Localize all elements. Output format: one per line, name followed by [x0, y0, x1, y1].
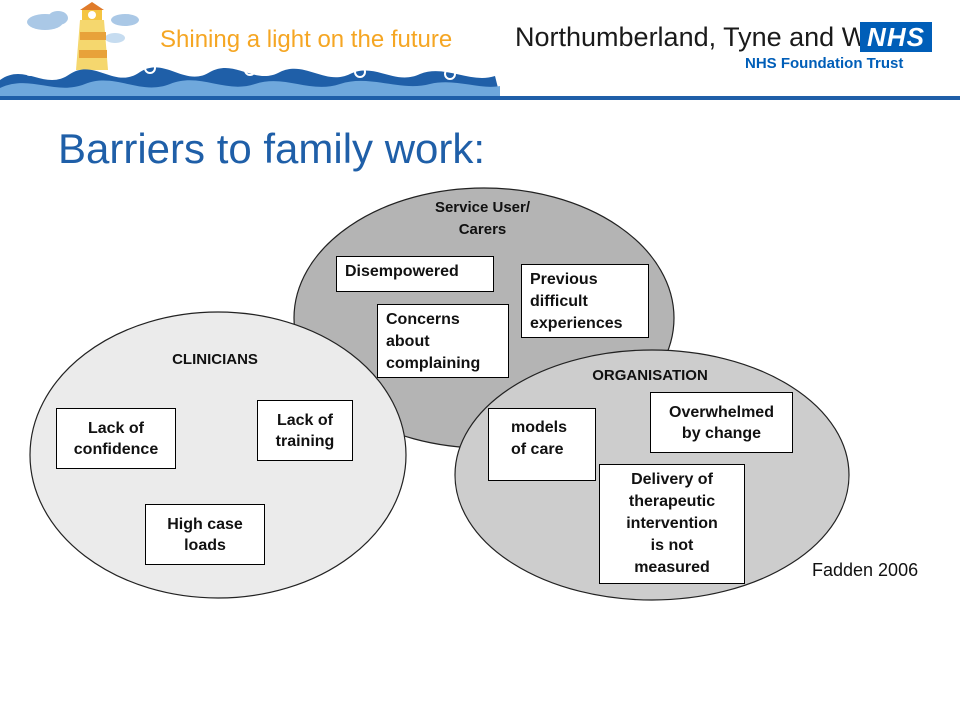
- concerns-box: Concerns about complaining: [377, 304, 509, 378]
- high-case-loads-line1: High case: [167, 515, 243, 533]
- citation-text: Fadden 2006: [812, 560, 919, 580]
- concerns-line1: Concerns: [386, 311, 460, 328]
- delivery-line1: Delivery of: [631, 471, 713, 488]
- trust-subtitle: NHS Foundation Trust: [745, 55, 904, 72]
- delivery-line3: intervention: [626, 515, 718, 532]
- delivery-line2: therapeutic: [628, 493, 716, 510]
- header-divider: [0, 96, 960, 100]
- models-line1: models: [511, 419, 568, 436]
- lighthouse-icon: [76, 2, 108, 70]
- slide-header: Shining a light on the future Northumber…: [0, 0, 960, 100]
- previous-line2: difficult: [530, 293, 588, 310]
- slide-title: Barriers to family work:: [58, 125, 486, 172]
- disempowered-text: Disempowered: [345, 263, 459, 280]
- tagline-text: Shining a light on the future: [160, 26, 453, 53]
- service-users-label-line1: Service User/: [434, 199, 531, 216]
- delivery-line4: is not: [650, 537, 694, 554]
- service-users-label-line2: Carers: [458, 221, 507, 238]
- lack-confidence-line2: confidence: [73, 440, 159, 458]
- delivery-line5: measured: [634, 559, 710, 576]
- cloud-icon: [111, 14, 139, 26]
- lack-confidence-box: Lack of confidence: [56, 408, 176, 469]
- previous-line1: Previous: [530, 271, 598, 288]
- clinicians-label: CLINICIANS: [172, 351, 258, 368]
- previous-experiences-box: Previous difficult experiences: [521, 264, 649, 338]
- models-line2: of care: [511, 441, 564, 458]
- overwhelmed-line2: by change: [681, 424, 762, 442]
- concerns-line3: complaining: [386, 355, 481, 372]
- lack-confidence-line1: Lack of: [87, 419, 144, 437]
- previous-line3: experiences: [530, 315, 623, 332]
- trust-name: Northumberland, Tyne and Wear: [515, 22, 906, 52]
- service-users-label: Service User/ Carers: [400, 197, 565, 241]
- lack-training-line1: Lack of: [276, 411, 333, 429]
- organisation-label: ORGANISATION: [592, 367, 708, 384]
- high-case-loads-line2: loads: [184, 536, 226, 554]
- overwhelmed-line1: Overwhelmed: [669, 403, 774, 421]
- delivery-box: Delivery of therapeutic intervention is …: [599, 464, 745, 584]
- clinicians-circle: [29, 311, 407, 599]
- high-case-loads-box: High case loads: [145, 504, 265, 565]
- lack-training-line2: training: [275, 432, 335, 450]
- nhs-logo: NHS: [860, 22, 932, 52]
- models-of-care-box: models of care: [488, 408, 596, 481]
- concerns-line2: about: [386, 333, 430, 350]
- overwhelmed-box: Overwhelmed by change: [650, 392, 793, 453]
- disempowered-box: Disempowered: [336, 256, 494, 292]
- lack-training-box: Lack of training: [257, 400, 353, 461]
- header-banner-art: [0, 2, 500, 96]
